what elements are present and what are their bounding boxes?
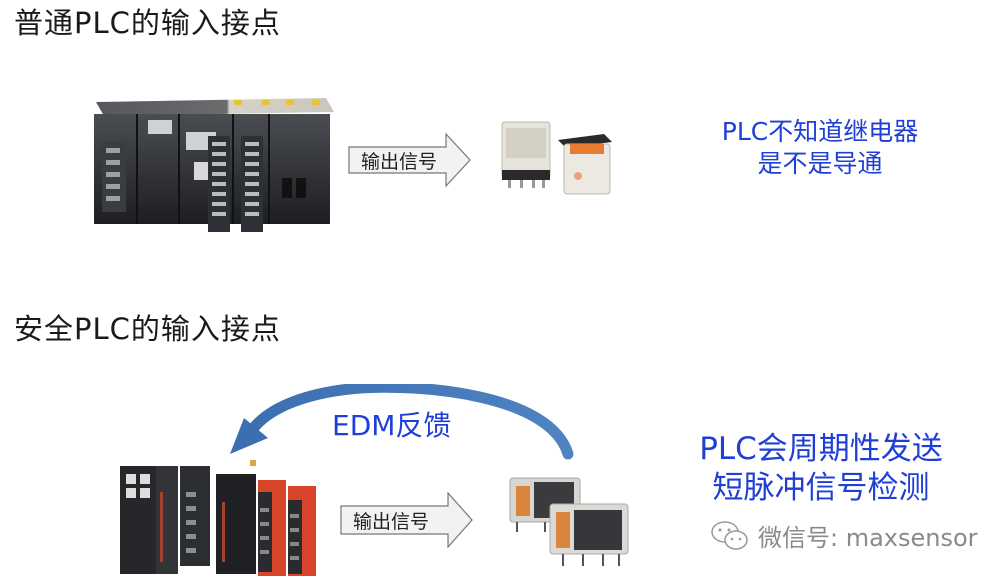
output-signal-label: 输出信号	[361, 151, 438, 173]
normal-note-line2: 是不是导通	[757, 149, 883, 178]
normal-plc-note: PLC不知道继电器 是不是导通	[700, 116, 940, 180]
watermark-text: 微信号: maxsensor	[758, 524, 978, 552]
safety-plc-title: 安全PLC的输入接点	[14, 312, 281, 346]
safety-note-line1: PLC会周期性发送	[699, 431, 943, 467]
wechat-icon	[711, 520, 748, 550]
edm-feedback-arrow	[230, 384, 574, 460]
output-signal-arrow	[348, 132, 471, 188]
watermark: 微信号: maxsensor	[710, 518, 978, 553]
output-signal-arrow-2	[340, 492, 473, 548]
safety-plc-note: PLC会周期性发送 短脉冲信号检测	[676, 430, 966, 508]
plc-rack-image	[94, 98, 334, 232]
safety-relay-image	[509, 477, 629, 566]
output-signal-label-2: 输出信号	[353, 511, 430, 533]
safety-plc-modules-image	[120, 460, 316, 576]
general-relay-image	[501, 121, 612, 195]
edm-feedback-label: EDM反馈	[332, 409, 452, 442]
normal-note-line1: PLC不知道继电器	[721, 117, 919, 146]
safety-note-line2: 短脉冲信号检测	[712, 470, 930, 506]
normal-plc-title: 普通PLC的输入接点	[14, 6, 281, 40]
